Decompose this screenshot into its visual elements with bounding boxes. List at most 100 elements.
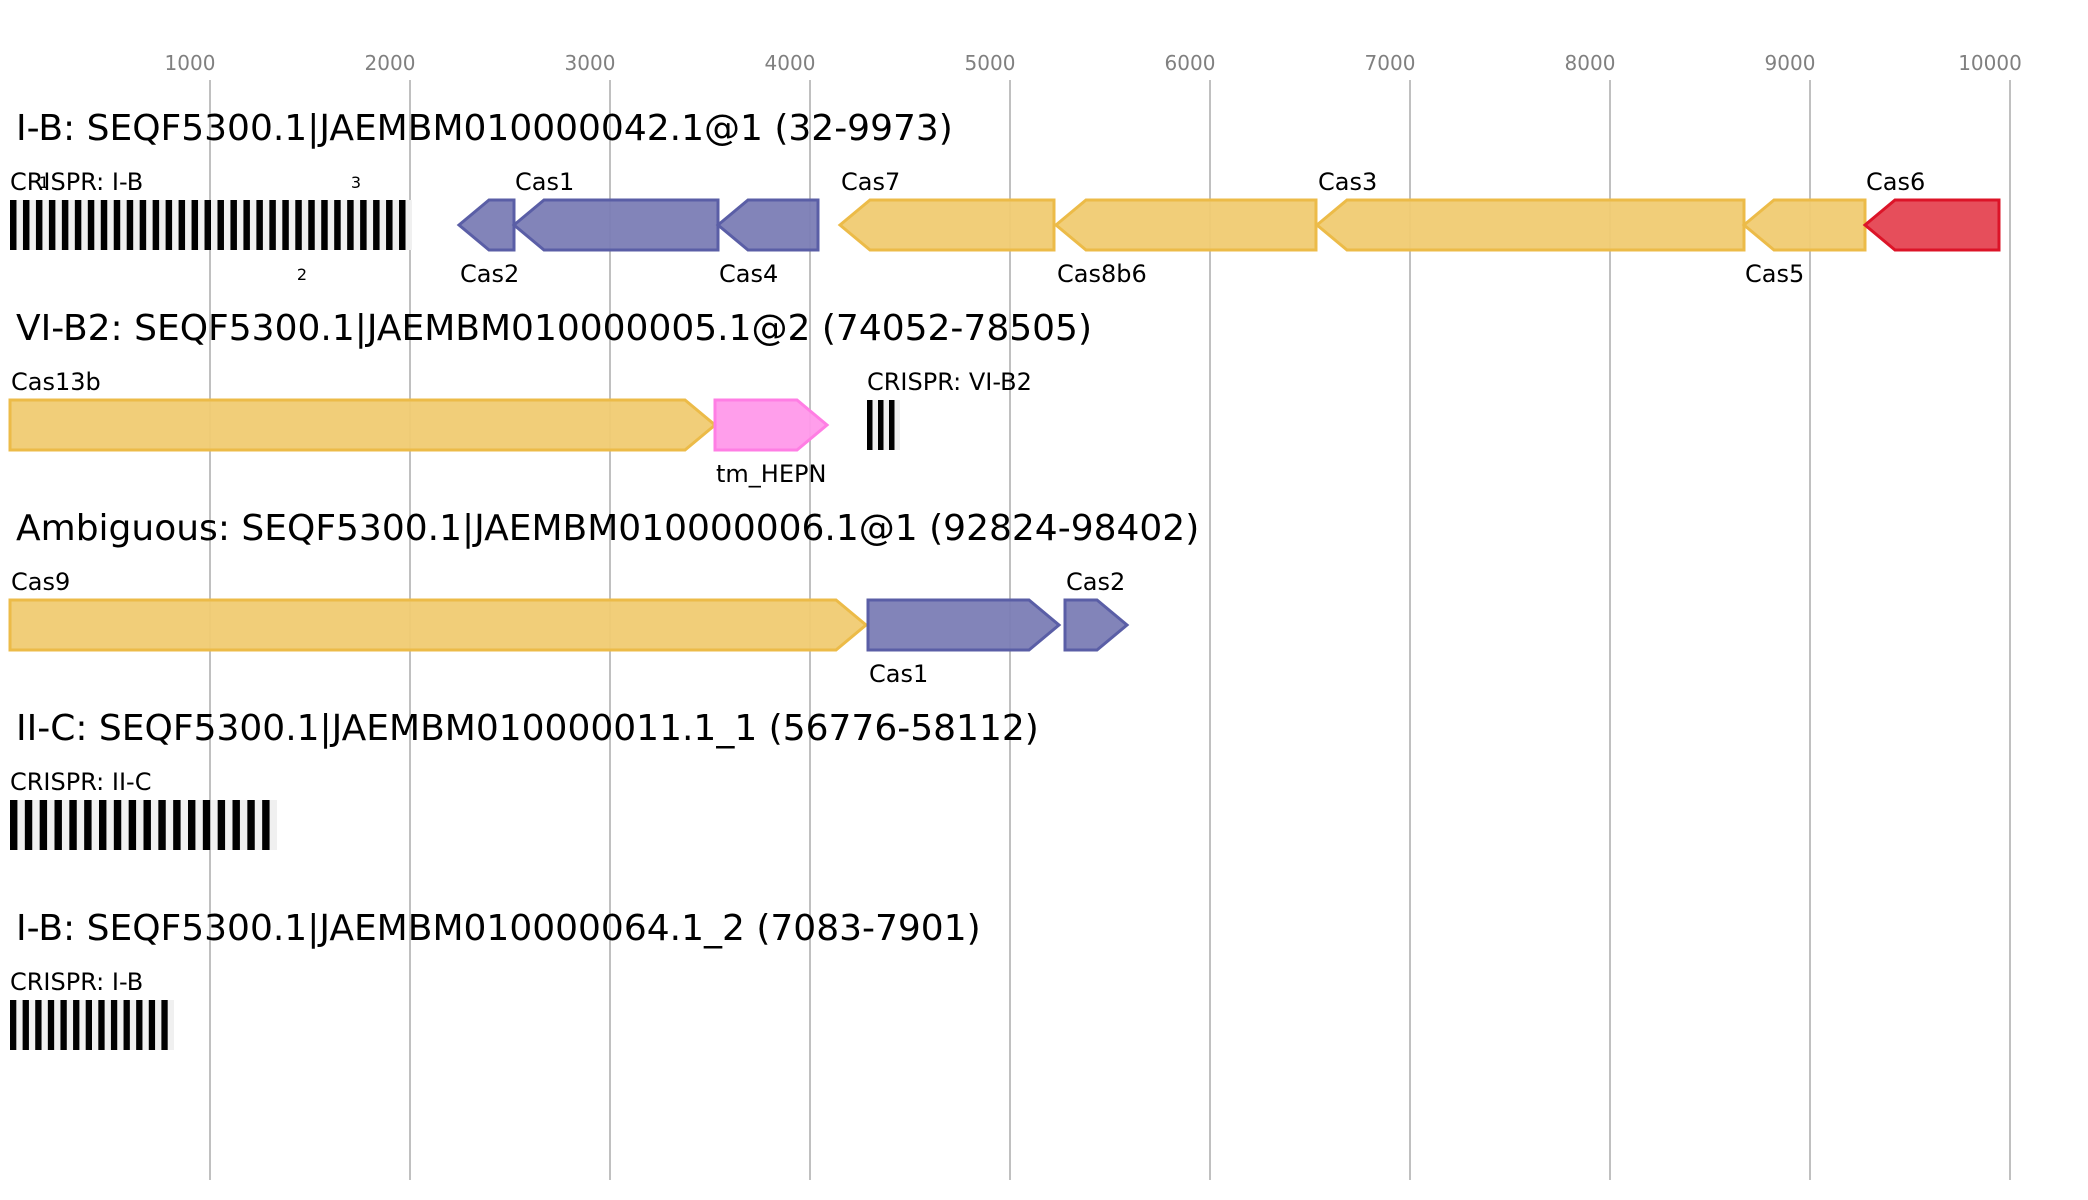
crispr-repeat [126, 200, 134, 250]
crispr-repeat [867, 400, 873, 450]
crispr-repeat [22, 200, 30, 250]
crispr-array[interactable]: CRISPR: VI-B2 [867, 368, 1032, 450]
gene-arrow[interactable] [1063, 598, 1130, 652]
crispr-repeat [173, 800, 181, 850]
tick-label-2000: 2000 [365, 51, 416, 75]
gene-arrow[interactable] [1862, 198, 2001, 252]
locus-title: I-B: SEQF5300.1|JAEMBM010000042.1@1 (32-… [16, 108, 953, 149]
crispr-repeat [878, 400, 884, 450]
crispr-repeat [243, 200, 250, 250]
crispr-repeat [61, 200, 69, 250]
crispr-label: CRISPR: I-B [10, 968, 143, 996]
crispr-repeat [232, 800, 240, 850]
gene-arrow[interactable] [1741, 198, 1867, 252]
crispr-repeat [399, 200, 406, 250]
gene-cas2[interactable]: Cas2 [456, 198, 519, 288]
gene-arrow[interactable] [8, 398, 718, 452]
crispr-repeat [321, 200, 328, 250]
gene-cas13b[interactable]: Cas13b [8, 368, 718, 452]
crispr-array[interactable]: CRISPR: I-B [10, 968, 174, 1050]
gene-label: Cas1 [869, 660, 928, 688]
locus-title: VI-B2: SEQF5300.1|JAEMBM010000005.1@2 (7… [16, 308, 1092, 349]
gene-label: Cas1 [515, 168, 574, 196]
crispr-repeat [139, 200, 147, 250]
crispr-repeat [74, 200, 82, 250]
crispr-repeat [98, 1000, 105, 1050]
crispr-repeat [47, 1000, 55, 1050]
gene-arrow[interactable] [8, 598, 869, 652]
crispr-repeat [136, 1000, 143, 1050]
gene-label: Cas8b6 [1057, 260, 1147, 288]
gene-arrow[interactable] [1053, 198, 1318, 252]
locus-rows: I-B: SEQF5300.1|JAEMBM010000042.1@1 (32-… [8, 108, 2001, 1050]
gene-arrow[interactable] [866, 598, 1062, 652]
crispr-marker-label: 1 [39, 173, 49, 192]
crispr-repeat [87, 200, 95, 250]
gene-label: Cas3 [1318, 168, 1377, 196]
crispr-repeat [165, 200, 173, 250]
gene-arrow[interactable] [715, 198, 820, 252]
crispr-repeat [256, 200, 263, 250]
crispr-array[interactable]: CRISPR: II-C [10, 768, 277, 850]
crispr-repeat [204, 200, 211, 250]
crispr-marker-label: 3 [351, 173, 361, 192]
crispr-label: CRISPR: II-C [10, 768, 151, 796]
gene-cas3[interactable]: Cas3 [1314, 168, 1746, 252]
crispr-repeat [99, 800, 107, 850]
gene-cas4[interactable]: Cas4 [715, 198, 820, 288]
gene-cas8b6[interactable]: Cas8b6 [1053, 198, 1318, 288]
crispr-repeat [360, 200, 367, 250]
crispr-repeat [161, 1000, 168, 1050]
gene-tm-hepn[interactable]: tm_HEPN [713, 398, 830, 488]
gene-cas1[interactable]: Cas1 [511, 168, 720, 252]
crispr-marker-label: 2 [297, 265, 307, 284]
crispr-repeat [69, 800, 77, 850]
tick-label-5000: 5000 [965, 51, 1016, 75]
locus-row: I-B: SEQF5300.1|JAEMBM010000064.1_2 (708… [10, 908, 981, 1050]
crispr-repeat [191, 200, 199, 250]
crispr-repeat [269, 200, 276, 250]
tick-label-7000: 7000 [1365, 51, 1416, 75]
gene-label: Cas6 [1866, 168, 1925, 196]
gene-label: Cas5 [1745, 260, 1804, 288]
crispr-repeat [24, 800, 33, 850]
crispr-repeat [128, 800, 137, 850]
gene-arrow[interactable] [837, 198, 1056, 252]
crispr-repeat [22, 1000, 29, 1050]
crispr-repeat [110, 1000, 118, 1050]
gene-arrow[interactable] [1314, 198, 1746, 252]
crispr-label: CRISPR: I-B [10, 168, 143, 196]
crispr-repeat [113, 200, 121, 250]
gene-arrow[interactable] [456, 198, 516, 252]
gene-label: Cas13b [11, 368, 101, 396]
gene-cas7[interactable]: Cas7 [837, 168, 1056, 252]
crispr-repeat [152, 200, 160, 250]
crispr-repeat [84, 800, 92, 850]
gene-cas1[interactable]: Cas1 [866, 598, 1062, 688]
crispr-label: CRISPR: VI-B2 [867, 368, 1032, 396]
crispr-array[interactable]: 1 2 3 CRISPR: I-B [10, 168, 412, 284]
gene-arrow[interactable] [511, 198, 720, 252]
locus-row: II-C: SEQF5300.1|JAEMBM010000011.1_1 (56… [10, 708, 1039, 850]
crispr-repeat [100, 200, 108, 250]
tick-label-8000: 8000 [1565, 51, 1616, 75]
locus-row: VI-B2: SEQF5300.1|JAEMBM010000005.1@2 (7… [8, 308, 1092, 488]
tick-label-6000: 6000 [1165, 51, 1216, 75]
gene-cas9[interactable]: Cas9 [8, 568, 869, 652]
crispr-repeat [178, 200, 186, 250]
crispr-repeat [123, 1000, 130, 1050]
gene-arrow[interactable] [713, 398, 830, 452]
gene-cas6[interactable]: Cas6 [1862, 168, 2001, 252]
crispr-repeat [60, 1000, 67, 1050]
crispr-repeat [85, 1000, 92, 1050]
gene-cas2[interactable]: Cas2 [1063, 568, 1130, 652]
crispr-repeat [334, 200, 341, 250]
tick-label-9000: 9000 [1765, 51, 1816, 75]
gene-cas5[interactable]: Cas5 [1741, 198, 1867, 288]
crispr-repeat [217, 200, 224, 250]
crispr-repeat [247, 800, 255, 850]
tick-label-3000: 3000 [565, 51, 616, 75]
crispr-repeat [113, 800, 122, 850]
